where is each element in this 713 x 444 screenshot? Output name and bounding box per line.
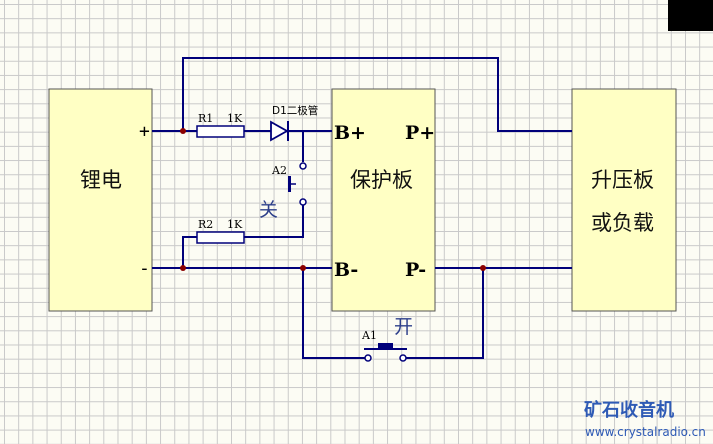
pin-b-plus: B+ (334, 122, 366, 144)
pin-b-minus: B- (334, 259, 358, 281)
switch-a2 (288, 162, 307, 206)
corner-patch (668, 0, 713, 31)
resistor-r2 (196, 231, 245, 244)
r2-name: R2 (198, 218, 213, 231)
booster-label-line2: 或负载 (591, 211, 654, 235)
a2-name: A2 (271, 164, 287, 177)
watermark-url: www.crystalradio.cn (585, 425, 706, 439)
junction-nodes (180, 128, 486, 271)
a1-name: A1 (361, 329, 377, 342)
a2-state: 关 (259, 199, 278, 221)
protection-board-label: 保护板 (350, 168, 413, 192)
battery-label: 锂电 (80, 168, 122, 192)
booster-load-block (571, 88, 677, 312)
r1-value: 1K (227, 112, 243, 125)
d1-label: D1二极管 (272, 104, 318, 117)
battery-plus-sign: + (139, 121, 150, 142)
pin-p-minus: P- (405, 259, 426, 281)
r2-value: 1K (227, 218, 243, 231)
switch-a1 (364, 343, 407, 362)
resistor-r1 (196, 125, 245, 138)
watermark-name: 矿石收音机 (584, 399, 674, 421)
battery-block (48, 88, 153, 312)
a1-state: 开 (394, 316, 413, 338)
r1-name: R1 (198, 112, 213, 125)
protection-board-block (331, 88, 436, 312)
pin-p-plus: P+ (405, 122, 435, 144)
diode-d1 (270, 120, 289, 142)
booster-label-line1: 升压板 (591, 168, 654, 192)
battery-minus-sign: - (139, 258, 150, 279)
wires (152, 57, 572, 359)
